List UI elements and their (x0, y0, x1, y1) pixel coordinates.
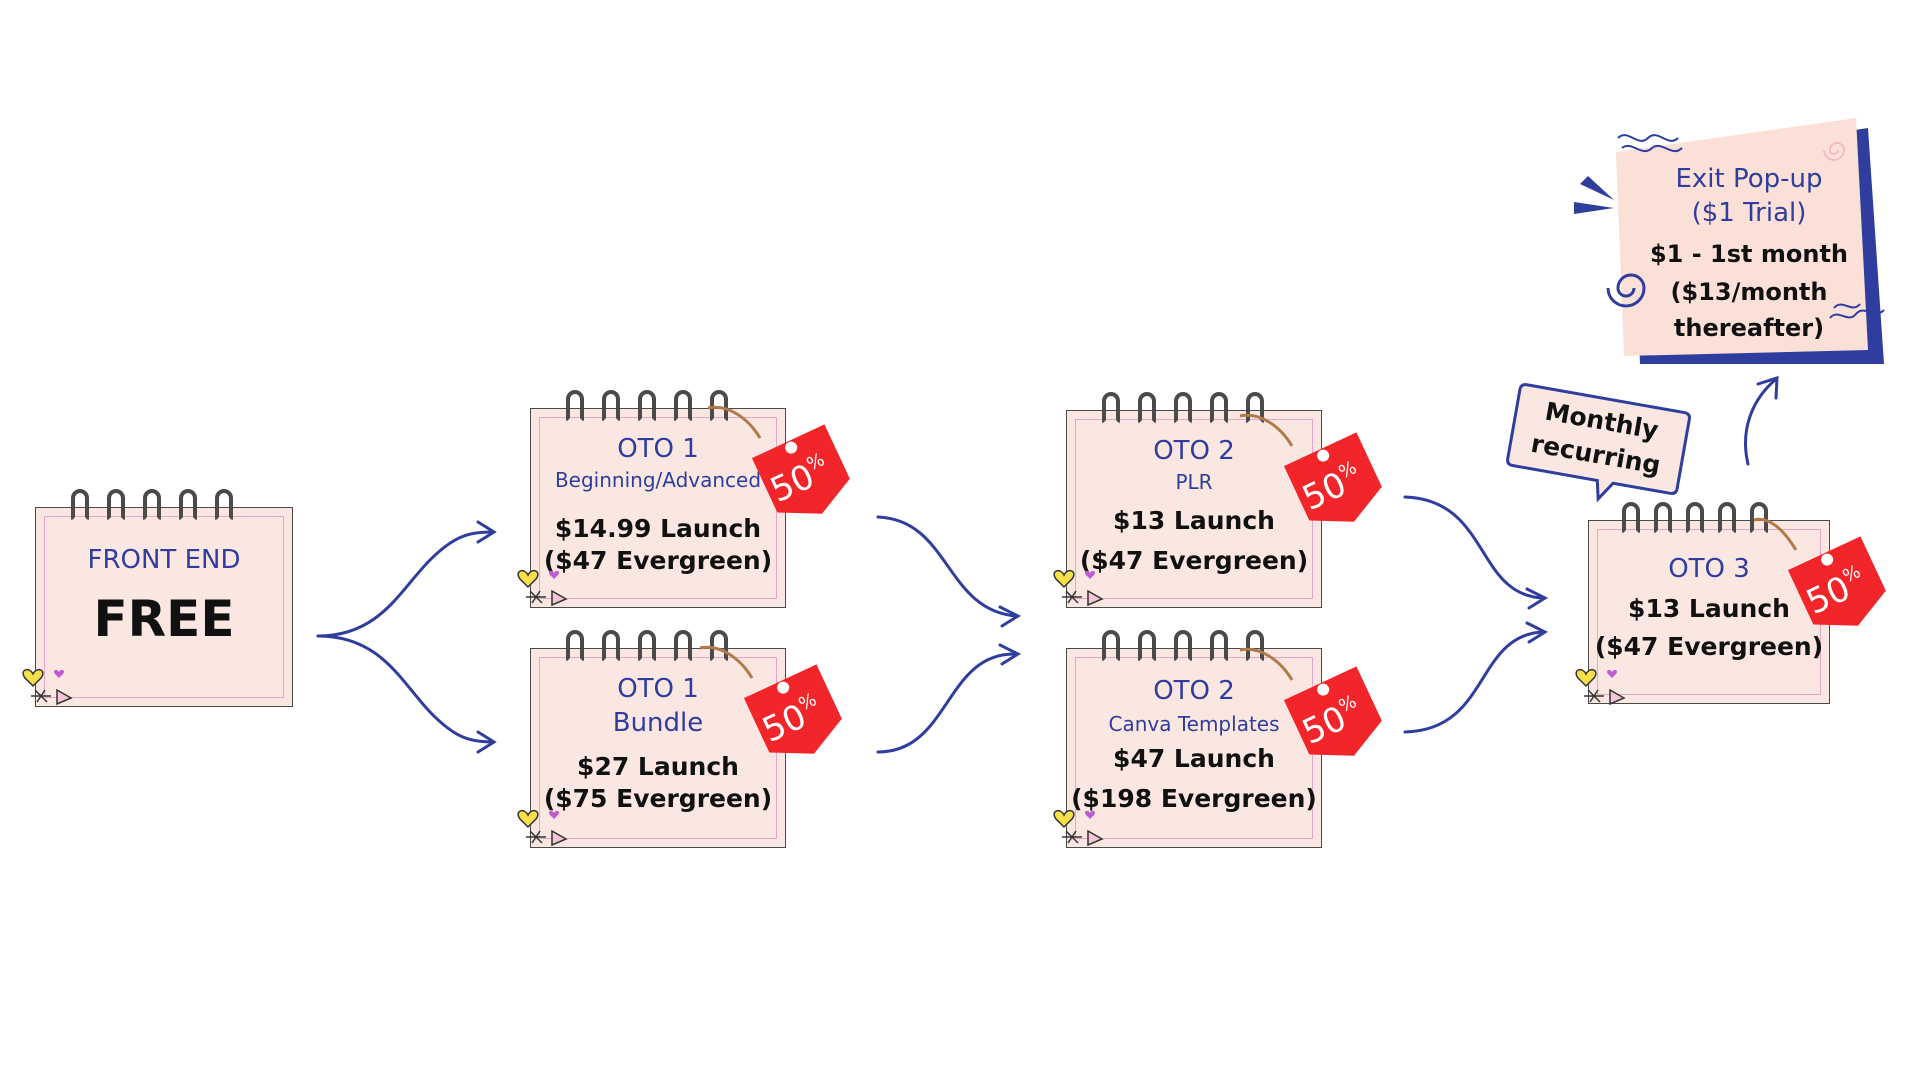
price-tag-icon (1239, 413, 1382, 522)
oto1-launch-price: $27 Launch (577, 752, 739, 781)
spiral-binding (1102, 392, 1264, 432)
oto2-canva-card: OTO 2 Canva Templates $47 Launch ($198 E… (1053, 630, 1382, 848)
speech-bubble-icon (1506, 383, 1691, 503)
doodle-icon (1053, 569, 1104, 607)
arrow-front-to-oto1a (316, 530, 495, 638)
oto2-launch-price: $13 Launch (1113, 506, 1275, 535)
oto3-launch-price: $13 Launch (1628, 594, 1790, 623)
doodle-icon (517, 809, 568, 847)
exit-popup-trial-price: $1 - 1st month (1649, 240, 1849, 268)
spiral-binding (1102, 630, 1264, 670)
arrow-front-to-oto1b (316, 634, 495, 744)
oto1-subtitle: Bundle (612, 708, 704, 738)
exit-popup-card: Exit Pop-up ($1 Trial) $1 - 1st month ($… (1574, 118, 1885, 368)
arrow-oto1a-to-oto2 (876, 515, 1018, 618)
oto3-evergreen-price: ($47 Evergreen) (1594, 632, 1824, 661)
oto3-title: OTO 3 (1668, 554, 1750, 584)
discount-tag: 50% (1239, 413, 1382, 522)
spiral-binding (1622, 502, 1768, 542)
oto2-evergreen-price: ($198 Evergreen) (1071, 784, 1317, 813)
arrow-oto2a-to-oto3-head (1525, 587, 1549, 610)
exit-popup-title: Exit Pop-up (1675, 164, 1823, 194)
oto1-title: OTO 1 (617, 434, 699, 464)
arrow-front-to-oto1b-head (476, 730, 497, 754)
spiral-binding (566, 630, 728, 670)
oto2-subtitle: Canva Templates (1108, 712, 1280, 736)
price-tag-icon (707, 405, 850, 514)
price-tag-icon (699, 645, 842, 754)
exit-popup-subtitle: ($1 Trial) (1691, 198, 1807, 228)
oto2-evergreen-price: ($47 Evergreen) (1079, 546, 1309, 575)
front-end-price: FREE (93, 590, 235, 648)
oto1-subtitle: Beginning/Advanced (554, 468, 762, 492)
arrow-front-to-oto1a-head (476, 520, 497, 544)
oto2-launch-price: $47 Launch (1113, 744, 1275, 773)
front-end-card: FRONT END FREE (22, 489, 293, 707)
arrow-oto2a-to-oto3 (1403, 495, 1545, 600)
oto1-beginning-card: OTO 1 Beginning/Advanced $14.99 Launch (… (517, 390, 850, 608)
doodle-icon (1053, 809, 1104, 847)
oto2-title: OTO 2 (1153, 676, 1235, 706)
arrow-oto3-to-exit-head (1756, 375, 1779, 400)
front-end-title: FRONT END (87, 545, 241, 575)
oto1-evergreen-price: ($47 Evergreen) (543, 546, 773, 575)
doodle-icon (1575, 668, 1626, 706)
exit-popup-thereafter: thereafter) (1673, 314, 1825, 342)
oto1-title: OTO 1 (617, 674, 699, 704)
oto1-evergreen-price: ($75 Evergreen) (543, 784, 773, 813)
arrow-oto3-to-exit (1744, 378, 1777, 466)
arrow-oto2b-to-oto3 (1403, 630, 1545, 734)
popup-shape-icon (1574, 118, 1885, 364)
spiral-binding (566, 390, 728, 430)
discount-tag: 50% (1239, 647, 1382, 756)
price-tag-icon (1239, 647, 1382, 756)
oto2-subtitle: PLR (1175, 470, 1213, 494)
oto1-bundle-card: OTO 1 Bundle $27 Launch ($75 Evergreen) … (517, 630, 842, 848)
discount-tag: 50% (707, 405, 850, 514)
doodle-icon (517, 569, 568, 607)
arrow-oto1b-to-oto2 (876, 652, 1018, 754)
arrow-oto2b-to-oto3-head (1525, 621, 1549, 644)
spiral-binding (71, 489, 233, 529)
price-tag-icon (1753, 517, 1886, 626)
oto2-title: OTO 2 (1153, 436, 1235, 466)
oto1-launch-price: $14.99 Launch (554, 514, 762, 543)
arrow-oto1a-to-oto2-head (998, 605, 1022, 628)
discount-tag: 50% (699, 645, 842, 754)
discount-tag: 50% (1753, 517, 1886, 626)
exit-popup-monthly-price: ($13/month (1670, 278, 1828, 306)
arrow-oto1b-to-oto2-head (998, 643, 1022, 666)
oto3-card: OTO 3 $13 Launch ($47 Evergreen) 50% (1575, 502, 1886, 706)
doodle-icon (22, 668, 73, 706)
monthly-recurring-bubble: Monthly recurring (1501, 379, 1695, 505)
oto2-plr-card: OTO 2 PLR $13 Launch ($47 Evergreen) 50% (1053, 392, 1382, 608)
